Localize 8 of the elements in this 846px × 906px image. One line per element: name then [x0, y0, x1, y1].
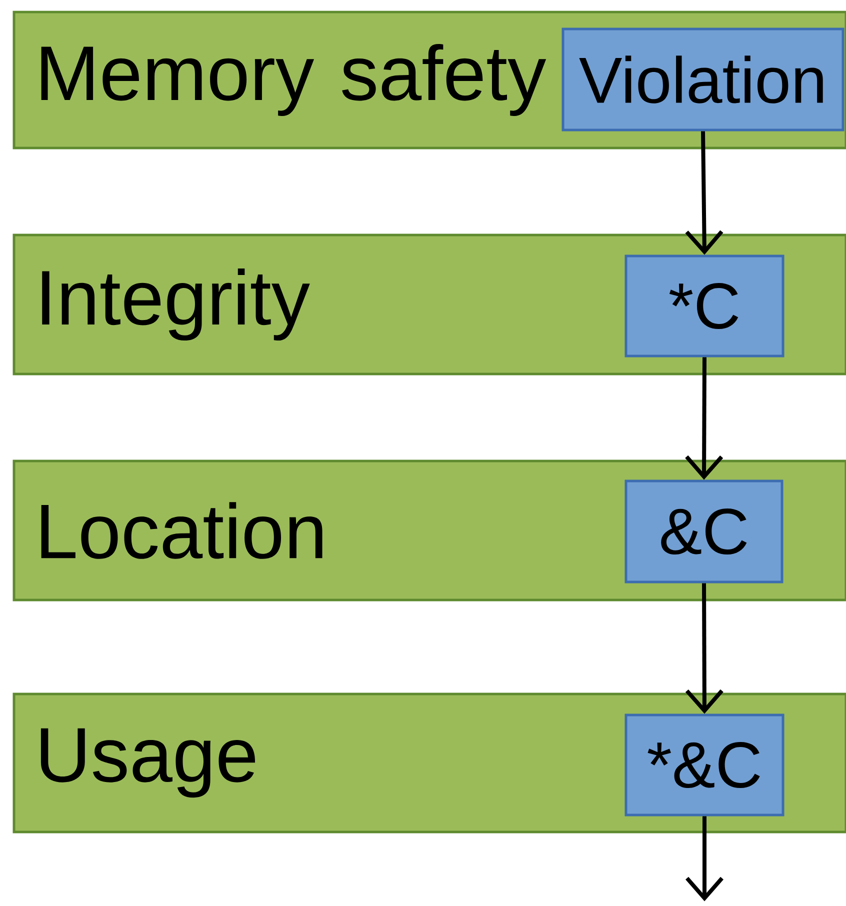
label-box: &C: [624, 480, 784, 584]
arrow: [685, 583, 724, 714]
label-box: *C: [624, 254, 784, 358]
arrow: [686, 816, 724, 902]
arrow: [685, 131, 724, 255]
label-box: Violation: [562, 28, 844, 132]
arrow: [685, 357, 724, 480]
label-box: *&C: [624, 714, 784, 816]
